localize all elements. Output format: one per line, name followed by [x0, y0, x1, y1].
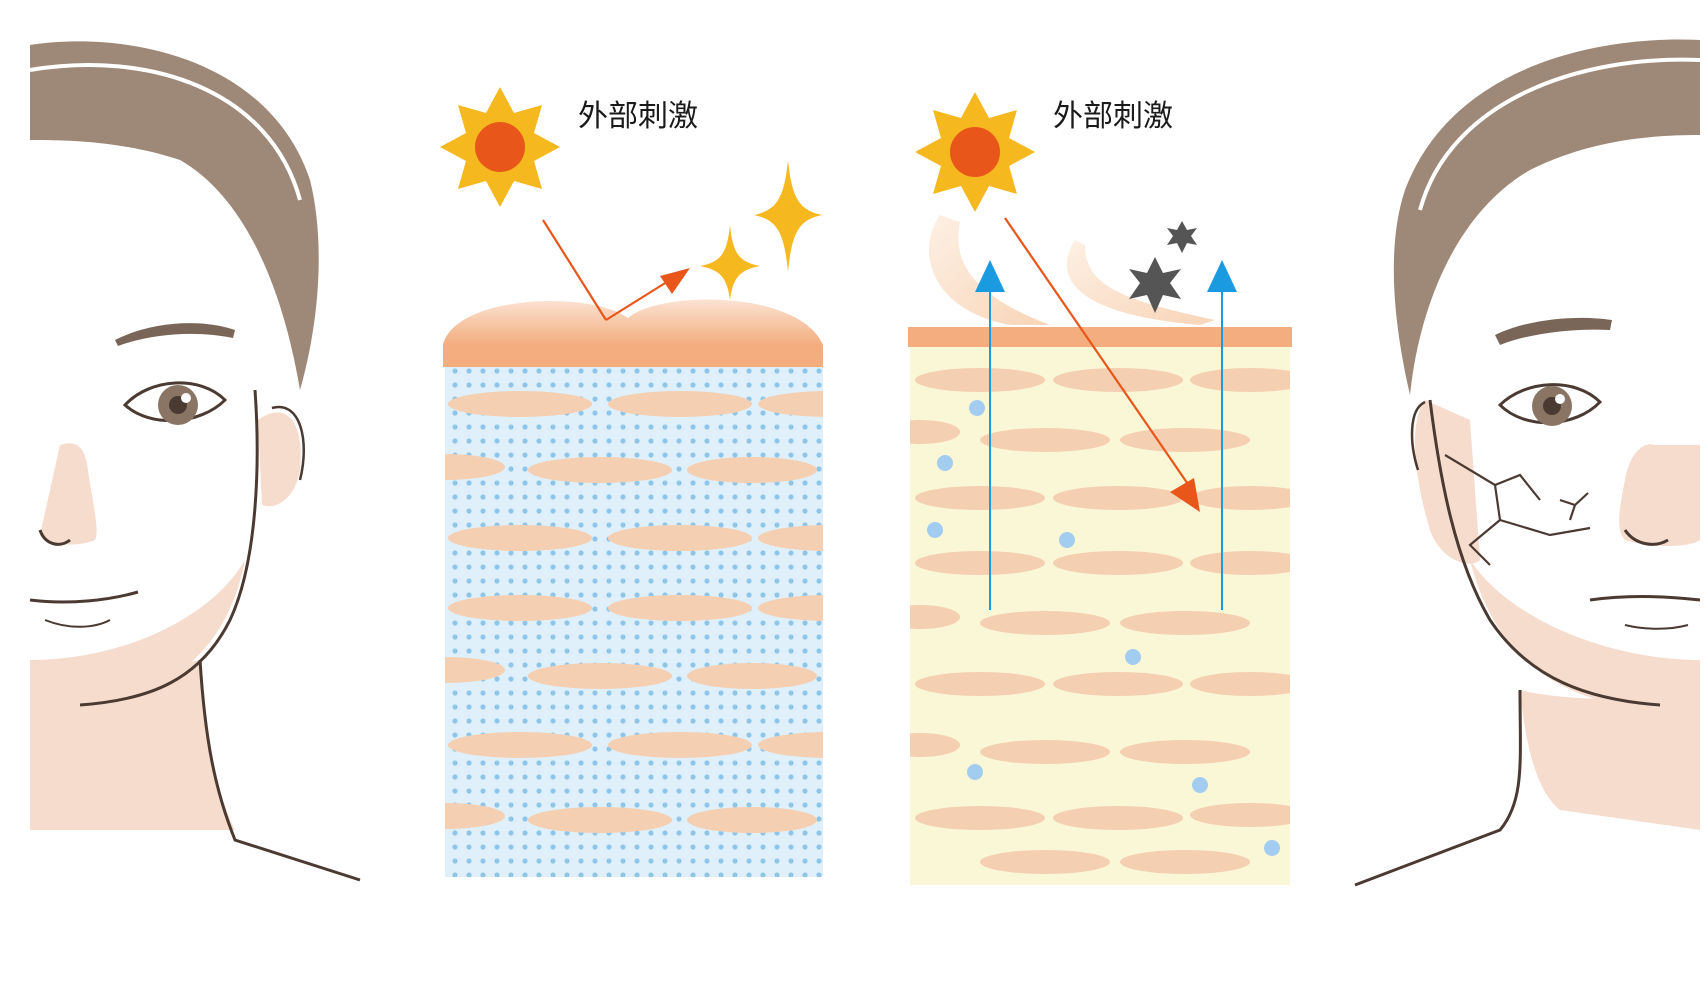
healthy-face — [29, 41, 361, 882]
peeling-flake — [928, 215, 1050, 325]
healthy-nose — [40, 443, 97, 545]
right-stimulus-label: 外部刺激 — [1053, 99, 1173, 134]
healthy-eyebrow — [115, 323, 235, 346]
left-stimulus-label: 外部刺激 — [578, 99, 698, 134]
damaged-cheek-shade — [1414, 400, 1480, 564]
peeling-flake — [1066, 240, 1215, 325]
moisture-loss-arrow — [975, 260, 1237, 610]
damaged-skin-section — [908, 215, 1292, 885]
sun-icon — [440, 87, 560, 207]
healthy-jaw-shade — [30, 560, 245, 705]
damaged-jaw-shade — [1470, 560, 1700, 705]
damaged-surface-layer — [908, 327, 1292, 347]
damaged-nose — [1619, 444, 1700, 546]
healthy-skin-section — [443, 299, 823, 877]
penetrating-uv-arrow — [1004, 217, 1200, 512]
irritant-icon — [1129, 221, 1197, 313]
damaged-hair-strand — [1418, 57, 1701, 211]
healthy-surface-layer — [443, 345, 823, 367]
reflected-uv-arrow — [542, 219, 690, 321]
healthy-moisture-layer — [445, 365, 823, 877]
healthy-face-skin — [30, 140, 306, 705]
damaged-eyebrow — [1495, 317, 1612, 345]
skin-crack-lines — [1444, 454, 1591, 566]
damaged-face — [1354, 39, 1701, 887]
damaged-eye — [1497, 383, 1603, 426]
healthy-surface-domes — [443, 299, 823, 345]
damaged-mouth — [1589, 595, 1701, 602]
healthy-hair-strand — [29, 63, 302, 201]
healthy-mouth — [29, 590, 139, 604]
healthy-face-outline — [79, 389, 259, 707]
healthy-hair — [30, 41, 319, 390]
damaged-neck — [1520, 690, 1700, 830]
healthy-eye — [122, 381, 228, 425]
sparkle-icon — [700, 160, 822, 300]
damaged-cells — [910, 368, 1290, 874]
healthy-cheek-shade — [258, 412, 301, 507]
sun-icon — [915, 92, 1035, 212]
damaged-face-outline — [1428, 399, 1661, 707]
healthy-cells — [445, 391, 823, 833]
water-droplets — [927, 400, 1280, 856]
